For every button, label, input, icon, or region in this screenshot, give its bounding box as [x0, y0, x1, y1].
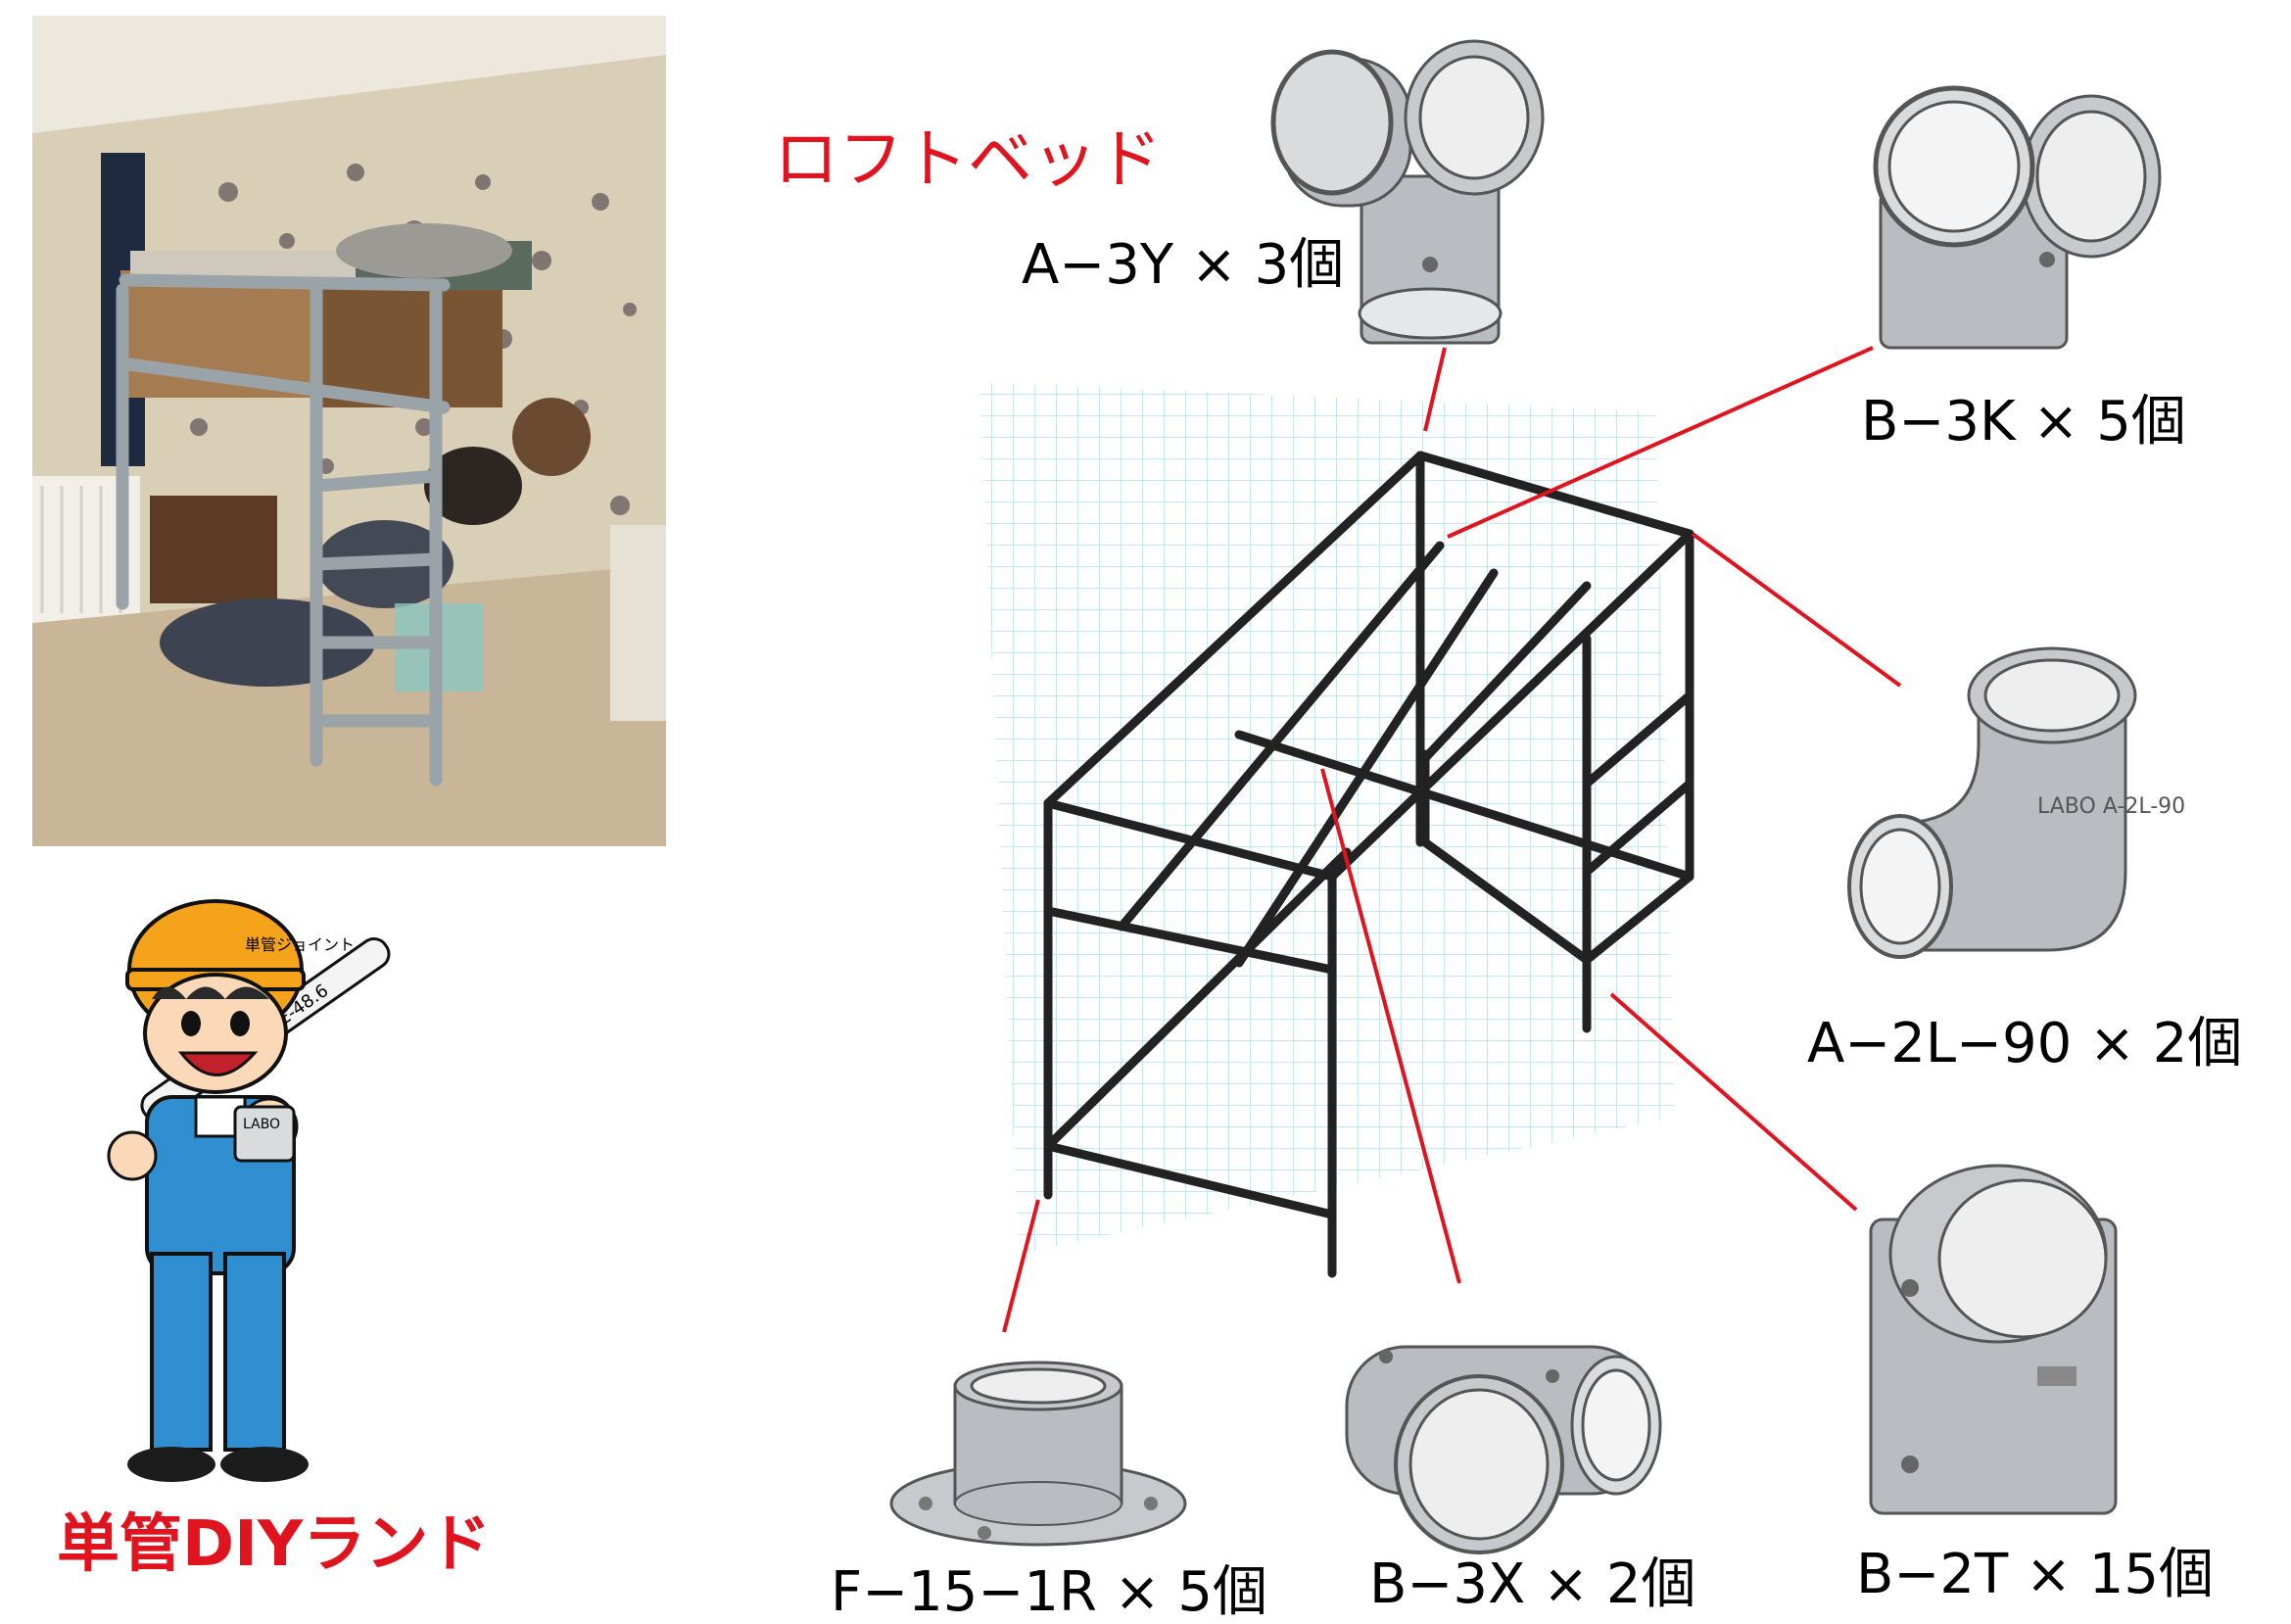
- part-f151r-label: F−15−1R × 5個: [831, 1560, 1268, 1624]
- part-a3y-label: A−3Y × 3個: [1022, 233, 1345, 297]
- part-b3x-image: [1345, 1345, 1662, 1554]
- mascot-illustration: PIPE-48.6 単管ジョイント LABO: [107, 899, 391, 1482]
- brand-logo: 単管DIYランド: [57, 1508, 492, 1581]
- part-a3y-image: [1270, 39, 1545, 345]
- part-b3x-label: B−3X × 2個: [1369, 1552, 1696, 1616]
- part-a2l90-label: A−2L−90 × 2個: [1807, 1012, 2243, 1075]
- part-a2l90-stamp: LABO A-2L-90: [2037, 794, 2185, 819]
- helmet-text: 単管ジョイント: [245, 935, 355, 954]
- part-b2t-image: [1869, 1164, 2118, 1515]
- joint-label: LABO: [243, 1117, 280, 1132]
- part-a2l90-image: LABO A-2L-90: [1847, 646, 2185, 959]
- part-b3k-label: B−3K × 5個: [1861, 390, 2186, 454]
- room-photo: [32, 16, 666, 846]
- loft-bed-frame-sketch: [979, 382, 1694, 1278]
- part-f151r-image: [889, 1361, 1187, 1547]
- part-b2t-label: B−2T × 15個: [1856, 1543, 2214, 1606]
- part-b3k-image: [1873, 85, 2162, 350]
- page-title: ロフトベッド: [774, 121, 1162, 197]
